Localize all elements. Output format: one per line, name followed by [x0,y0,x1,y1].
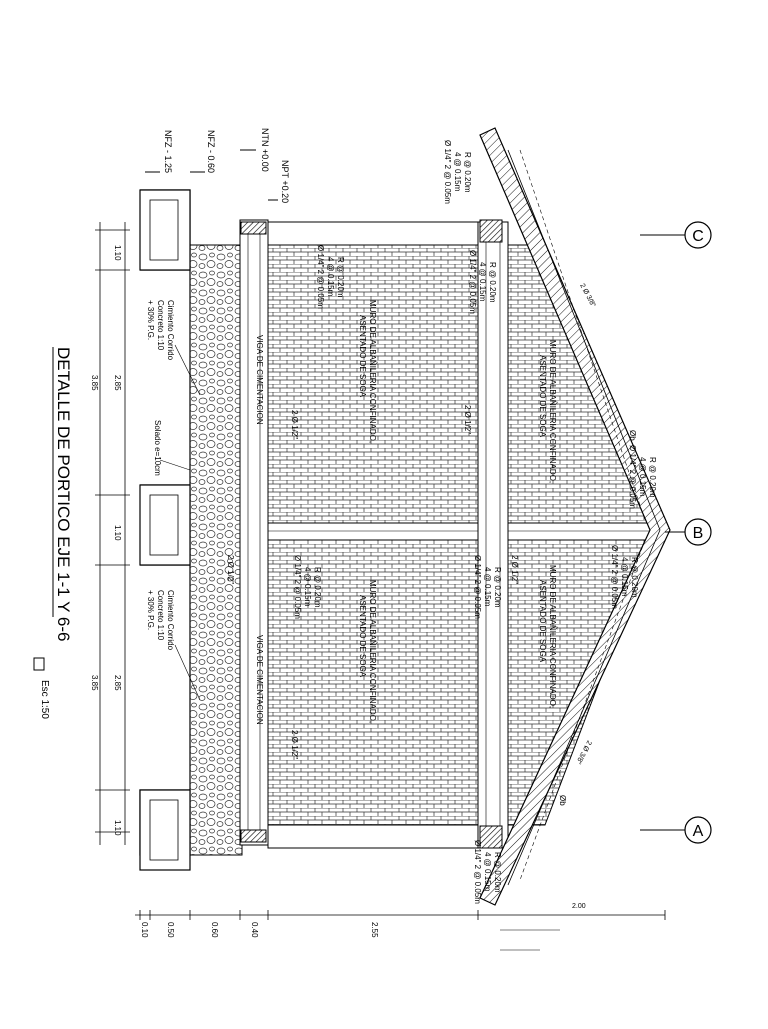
svg-text:4 @ 0.15m: 4 @ 0.15m [478,262,487,302]
wall-ab-upper-label: MURO DE ALBAÑILERIA CONFINADO, [548,565,557,708]
stirrup-spec-top: Ø 1/4" 2 @ 0.05m 4 @ 0.15m R @ 0.20m [443,140,472,204]
svg-text:4 @ 0.15m: 4 @ 0.15m [453,152,462,192]
dim-mid: 1.10 [113,525,122,541]
svg-text:R @ 0.20m: R @ 0.20m [648,457,657,498]
svg-text:Ø 1/4" 2 @ 0.05m: Ø 1/4" 2 @ 0.05m [473,840,482,904]
stirrup-spec-beam-c: Ø 1/4" 2 @ 0.05m 4 @ 0.15m R @ 0.20m [468,250,497,314]
svg-text:4 @ 0.15m: 4 @ 0.15m [638,457,647,497]
svg-text:Ø 1/4" 2 @ 0.05m: Ø 1/4" 2 @ 0.05m [473,555,482,619]
footing-label-2c: + 30% P.G. [146,590,155,630]
dim-side-5: 2.00 [572,903,586,910]
svg-text:R @ 0.20m: R @ 0.20m [336,257,345,298]
slab-marker-2: Øb [558,795,567,806]
dim-span1-total: 3.85 [90,375,99,391]
dim-side-3: 0.40 [250,922,259,938]
dim-side-2: 0.60 [210,922,219,938]
axis-a: A [640,816,712,844]
slab-marker-1: Øb [628,430,637,441]
svg-text:4 @ 0.15m: 4 @ 0.15m [303,567,312,607]
svg-text:Ø 1/4" 2 @ 0.05m: Ø 1/4" 2 @ 0.05m [610,545,619,609]
footing-label-1b: Concreto 1:10 [156,300,165,351]
column-c [267,221,509,246]
footing-label-2: Cimiento Corrido [166,590,175,651]
dim-last: 1.10 [113,820,122,836]
stirrup-spec-col-c: Ø 1/4" 2 @ 0.05m 4 @ 0.15m R @ 0.20m [316,245,345,309]
level-nfz2: NFZ - 0.60 [206,130,216,173]
stirrup-spec-col-b: Ø 1/4" 2 @ 0.05m 4 @ 0.15m R @ 0.20m [293,555,322,619]
scale-label: Esc 1:50 [39,680,50,719]
dim-span1-inner: 2.85 [113,375,122,391]
tie-beam [477,221,509,849]
svg-text:Ø 1/4" 2 @ 0.05m: Ø 1/4" 2 @ 0.05m [628,445,637,509]
svg-text:R @ 0.20m: R @ 0.20m [488,262,497,303]
footing-left [139,189,191,271]
wall-bc-upper-label: MURO DE ALBAÑILERIA CONFINADO, [548,340,557,483]
dim-span2-total: 3.85 [90,675,99,691]
stirrup-spec-ridge-2: Ø 1/4" 2 @ 0.05m 4 @ 0.15m R @ 0.20m [610,545,639,609]
rebar-label-5: 2 Ø 1/2" [510,555,519,584]
svg-text:R @ 0.20m: R @ 0.20m [493,852,502,893]
stirrup-spec-ridge-1: Ø 1/4" 2 @ 0.05m 4 @ 0.15m R @ 0.20m [628,445,657,509]
level-npt: NPT +0.20 [280,160,290,203]
foundation-stone-strip [189,244,243,856]
wall-bc-lower-label2: ASENTADO DE SOGA [358,315,367,398]
axis-b: B [665,518,712,546]
svg-text:R @ 0.20m: R @ 0.20m [463,152,472,193]
dim-side-1: 0.50 [166,922,175,938]
column-a [267,824,509,849]
dim-span2-inner: 2.85 [113,675,122,691]
drawing-title: DETALLE DE PORTICO EJE 1-1 Y 6-6 [54,347,73,641]
wall-bc-upper-label2: ASENTADO DE SOGA [538,355,547,438]
svg-text:4 @ 0.15m: 4 @ 0.15m [483,852,492,892]
column-b [267,522,664,541]
wall-bc-lower-label: MURO DE ALBAÑILERIA CONFINADO, [368,300,377,443]
roof-rebar-2: 2 Ø 3/8" [574,739,592,765]
stirrup-spec-beam-b: Ø 1/4" 2 @ 0.05m 4 @ 0.15m R @ 0.20m [473,555,502,619]
brick-wall-ab [267,539,509,826]
beam-label-2: VIGA DE CIMENTACION [255,635,264,725]
roof-rebar-1: 2 Ø 3/8" [578,283,596,309]
wall-ab-lower-label: MURO DE ALBAÑILERIA CONFINADO, [368,580,377,723]
rebar-label-3: 2 Ø 1/2" [290,730,299,759]
stirrup-spec-bottom: Ø 1/4" 2 @ 0.05m 4 @ 0.15m R @ 0.20m [473,840,502,904]
svg-text:R @ 0.20m: R @ 0.20m [313,567,322,608]
svg-text:Ø 1/4" 2 @ 0.05m: Ø 1/4" 2 @ 0.05m [316,245,325,309]
svg-text:4 @ 0.15m: 4 @ 0.15m [620,557,629,597]
svg-text:4 @ 0.15m: 4 @ 0.15m [483,567,492,607]
rebar-label-1: 2 Ø 1/2" [290,410,299,439]
wall-ab-upper-label2: ASENTADO DE SOGA [538,580,547,663]
dim-side-0: 0.10 [140,922,149,938]
footing-right [139,789,191,871]
scale-icon [33,657,45,671]
foundation-beam [239,219,269,846]
rebar-label-2: 2 Ø 1/2" [463,405,472,434]
footing-label-1c: + 30% P.G. [146,300,155,340]
svg-text:4 @ 0.15m: 4 @ 0.15m [326,257,335,297]
subfloor-label: Solado e=10cm [153,420,162,476]
svg-text:Ø 1/4" 2 @ 0.05m: Ø 1/4" 2 @ 0.05m [468,250,477,314]
level-ntn: NTN +0.00 [260,128,270,172]
axis-a-label: A [693,823,704,840]
axis-c: C [640,221,712,249]
dim-first: 1.10 [113,245,122,261]
footing-label-1: Cimiento Corrido [166,300,175,361]
svg-text:Ø 1/4" 2 @ 0.05m: Ø 1/4" 2 @ 0.05m [293,555,302,619]
footing-label-2b: Concreto 1:10 [156,590,165,641]
axis-c-label: C [692,228,704,245]
rebar-label-4: 2 Ø 1/2" [226,555,235,584]
svg-text:R @ 0.20m: R @ 0.20m [630,557,639,598]
svg-text:Ø 1/4" 2 @ 0.05m: Ø 1/4" 2 @ 0.05m [443,140,452,204]
wall-ab-lower-label2: ASENTADO DE SOGA [358,595,367,678]
svg-text:R @ 0.20m: R @ 0.20m [493,567,502,608]
dim-side-4: 2.55 [370,922,379,938]
beam-label-1: VIGA DE CIMENTACION [255,335,264,425]
level-nfz1: NFZ - 1.25 [163,130,173,173]
footing-middle [139,484,191,566]
axis-b-label: B [693,525,704,542]
roof-slab [479,127,671,906]
